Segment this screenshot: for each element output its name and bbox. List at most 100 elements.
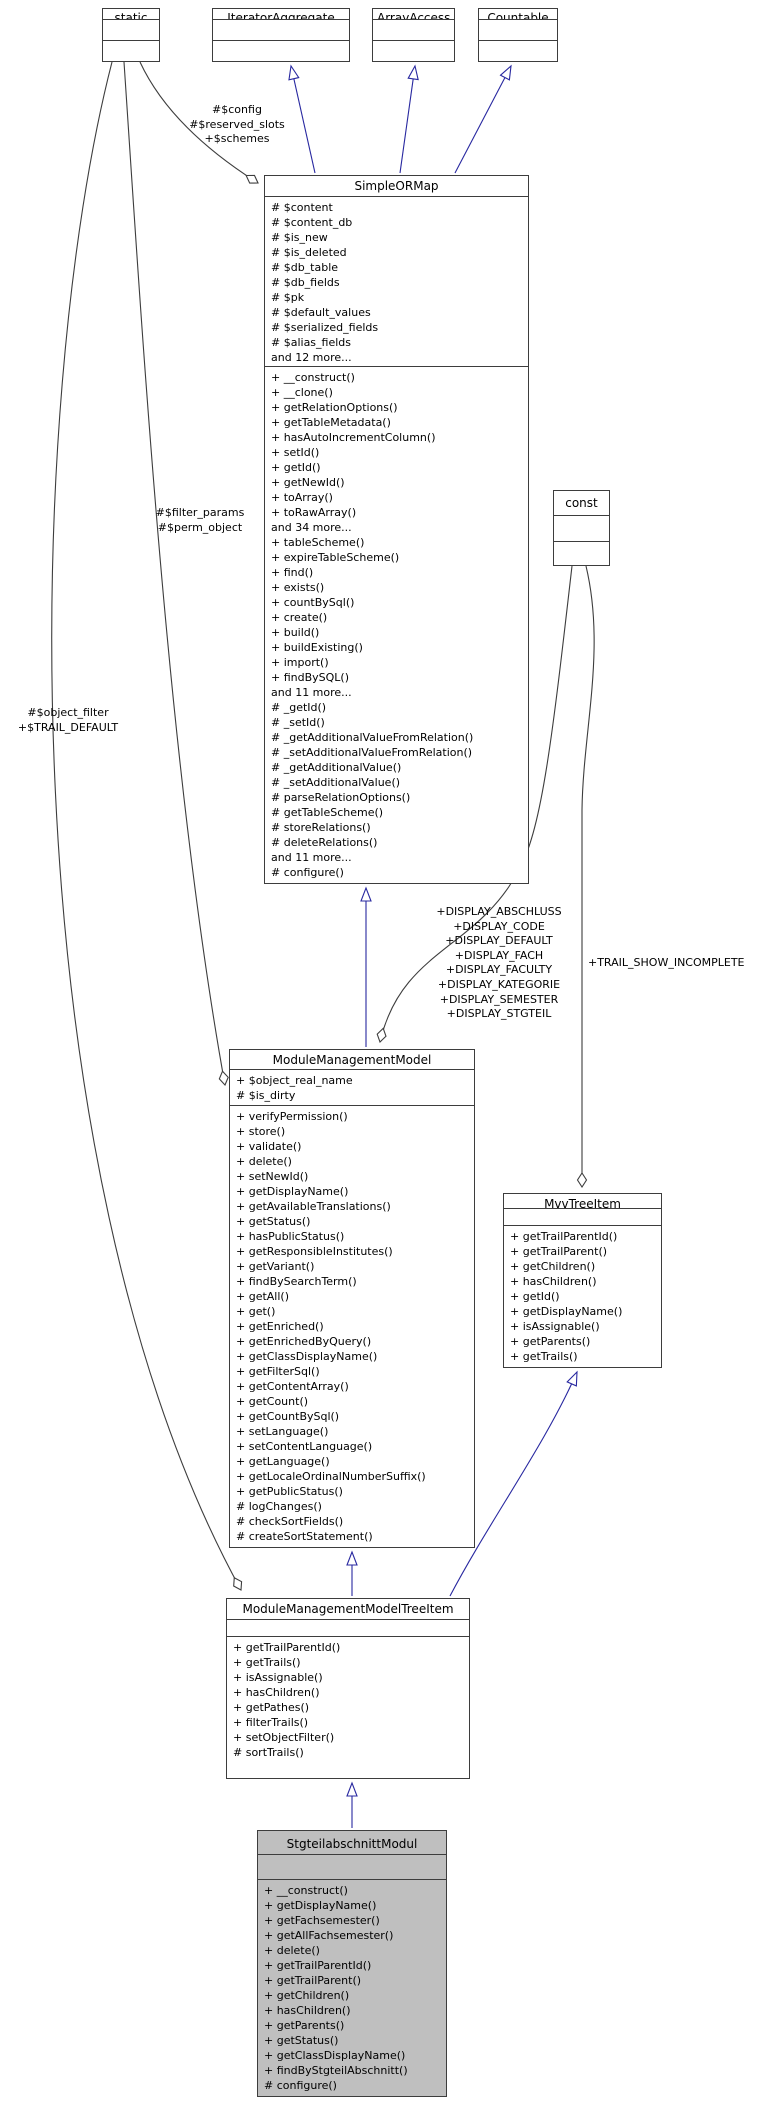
class-methods: + __construct() + getDisplayName() + getFa…: [258, 1880, 446, 2096]
member-row: + getEnriched(): [236, 1320, 324, 1333]
class-methods: [554, 542, 609, 565]
edge-label-display-consts: +DISPLAY_ABSCHLUSS +DISPLAY_CODE +DISPLA…: [436, 905, 562, 1021]
class-methods: + getTrailParentId()+ getTrails()+ isAss…: [227, 1637, 469, 1778]
member-row: # sortTrails(): [233, 1746, 304, 1759]
class-methods: [103, 41, 159, 61]
edge-label-filter-params: #$filter_params #$perm_object: [155, 506, 245, 534]
class-title: ModuleManagementModel: [230, 1050, 474, 1071]
class-arrayaccess[interactable]: ArrayAccess: [372, 8, 455, 62]
edge-usage-static-mmm: [123, 61, 229, 1087]
member-row: + getStatus(): [236, 1215, 311, 1228]
class-modulemanagementmodel[interactable]: ModuleManagementModel + $object_real_nam…: [229, 1049, 475, 1548]
class-simpleormap[interactable]: SimpleORMap # $content# $content_db# $is…: [264, 175, 529, 884]
member-row: + import(): [271, 656, 329, 669]
class-methods: + __construct()+ __clone()+ getRelationO…: [265, 367, 528, 883]
member-row: + __construct(): [264, 1884, 348, 1897]
class-attributes: + $object_real_name# $is_dirty: [230, 1070, 474, 1106]
class-title: StgteilabschnittModul: [258, 1831, 446, 1855]
class-methods: [373, 41, 454, 61]
member-row: + getTrailParent(): [510, 1245, 608, 1258]
member-row: + buildExisting(): [271, 641, 363, 654]
member-row: and 12 more...: [271, 350, 352, 364]
member-row: + countBySql(): [271, 596, 355, 609]
class-mvvtreeitem[interactable]: MvvTreeItem + getTrailParentId() + getTra…: [503, 1193, 662, 1368]
member-row: + setContentLanguage(): [236, 1440, 373, 1453]
member-row: # storeRelations(): [271, 821, 371, 834]
member-row: # checkSortFields(): [236, 1515, 344, 1528]
class-static[interactable]: static: [102, 8, 160, 62]
member-row: and 34 more...: [271, 521, 352, 534]
member-row: + getClassDisplayName(): [236, 1350, 378, 1363]
member-row: + $object_real_name: [236, 1074, 353, 1088]
class-title: IteratorAggregate: [213, 9, 349, 20]
class-attributes: [103, 20, 159, 41]
class-attributes: [258, 1855, 446, 1880]
member-row: + getTrailParentId(): [233, 1641, 341, 1654]
member-row: + hasChildren(): [510, 1275, 597, 1288]
member-row: + validate(): [236, 1140, 302, 1153]
class-const[interactable]: const: [553, 490, 610, 566]
member-row: + getChildren(): [264, 1989, 350, 2002]
member-row: + getTrailParent(): [264, 1974, 362, 1987]
class-title: ModuleManagementModelTreeItem: [227, 1599, 469, 1620]
member-row: + setObjectFilter(): [233, 1731, 335, 1744]
member-row: # logChanges(): [236, 1500, 322, 1513]
member-row: + find(): [271, 566, 314, 579]
member-row: # _getId(): [271, 701, 327, 714]
member-row: + findBySearchTerm(): [236, 1275, 357, 1288]
member-row: + getTrails(): [233, 1656, 301, 1669]
edge-inheritance-simpleormap-arrayaccess: [399, 64, 419, 174]
member-row: + __clone(): [271, 386, 333, 399]
class-modulemanagementmodeltreeitem[interactable]: ModuleManagementModelTreeItem + getTrail…: [226, 1598, 470, 1779]
member-row: + getDisplayName(): [236, 1185, 349, 1198]
member-row: + store(): [236, 1125, 286, 1138]
member-row: + findBySQL(): [271, 671, 350, 684]
class-countable[interactable]: Countable: [478, 8, 558, 62]
member-row: + toRawArray(): [271, 506, 357, 519]
member-row: # configure(): [264, 2079, 337, 2092]
member-row: + isAssignable(): [510, 1320, 600, 1333]
class-title: MvvTreeItem: [504, 1194, 661, 1209]
member-row: + getId(): [271, 461, 321, 474]
member-row: + getFachsemester(): [264, 1914, 380, 1927]
member-row: # _getAdditionalValue(): [271, 761, 402, 774]
member-row: # $is_deleted: [271, 245, 347, 259]
edge-label-trail-show-incomplete: +TRAIL_SHOW_INCOMPLETE: [588, 956, 745, 969]
member-row: # $default_values: [271, 305, 371, 319]
edge-label-config: #$config #$reserved_slots +$schemes: [189, 103, 285, 146]
member-row: # _setAdditionalValueFromRelation(): [271, 746, 473, 759]
member-row: + getTrailParentId(): [510, 1230, 618, 1243]
class-iteratoraggregate[interactable]: IteratorAggregate: [212, 8, 350, 62]
class-attributes: [373, 20, 454, 41]
member-row: + getAll(): [236, 1290, 289, 1303]
member-row: + expireTableScheme(): [271, 551, 400, 564]
member-row: # $db_fields: [271, 275, 340, 289]
member-row: + getVariant(): [236, 1260, 315, 1273]
member-row: # _setAdditionalValue(): [271, 776, 401, 789]
member-row: + getCount(): [236, 1395, 309, 1408]
member-row: + delete(): [236, 1155, 292, 1168]
member-row: + getAllFachsemester(): [264, 1929, 394, 1942]
member-row: # $is_new: [271, 230, 328, 244]
member-row: # $is_dirty: [236, 1089, 296, 1103]
member-row: + getDisplayName(): [264, 1899, 377, 1912]
edge-usage-const-mvvtreeitem: [576, 565, 595, 1189]
member-row: + tableScheme(): [271, 536, 365, 549]
member-row: + setId(): [271, 446, 320, 459]
member-row: + getEnrichedByQuery(): [236, 1335, 372, 1348]
class-stgteilabschnittmodul[interactable]: StgteilabschnittModul + __construct() + g…: [257, 1830, 447, 2097]
member-row: + hasAutoIncrementColumn(): [271, 431, 436, 444]
member-row: + getRelationOptions(): [271, 401, 398, 414]
member-row: + exists(): [271, 581, 325, 594]
class-title: SimpleORMap: [265, 176, 528, 197]
member-row: + getCountBySql(): [236, 1410, 340, 1423]
class-methods: [479, 41, 557, 61]
class-attributes: [213, 20, 349, 41]
class-methods: + verifyPermission()+ store()+ validate(…: [230, 1106, 474, 1547]
member-row: + getNewId(): [271, 476, 345, 489]
member-row: and 11 more...: [271, 851, 352, 864]
member-row: and 11 more...: [271, 686, 352, 699]
member-row: + setLanguage(): [236, 1425, 329, 1438]
member-row: # configure(): [271, 866, 344, 879]
